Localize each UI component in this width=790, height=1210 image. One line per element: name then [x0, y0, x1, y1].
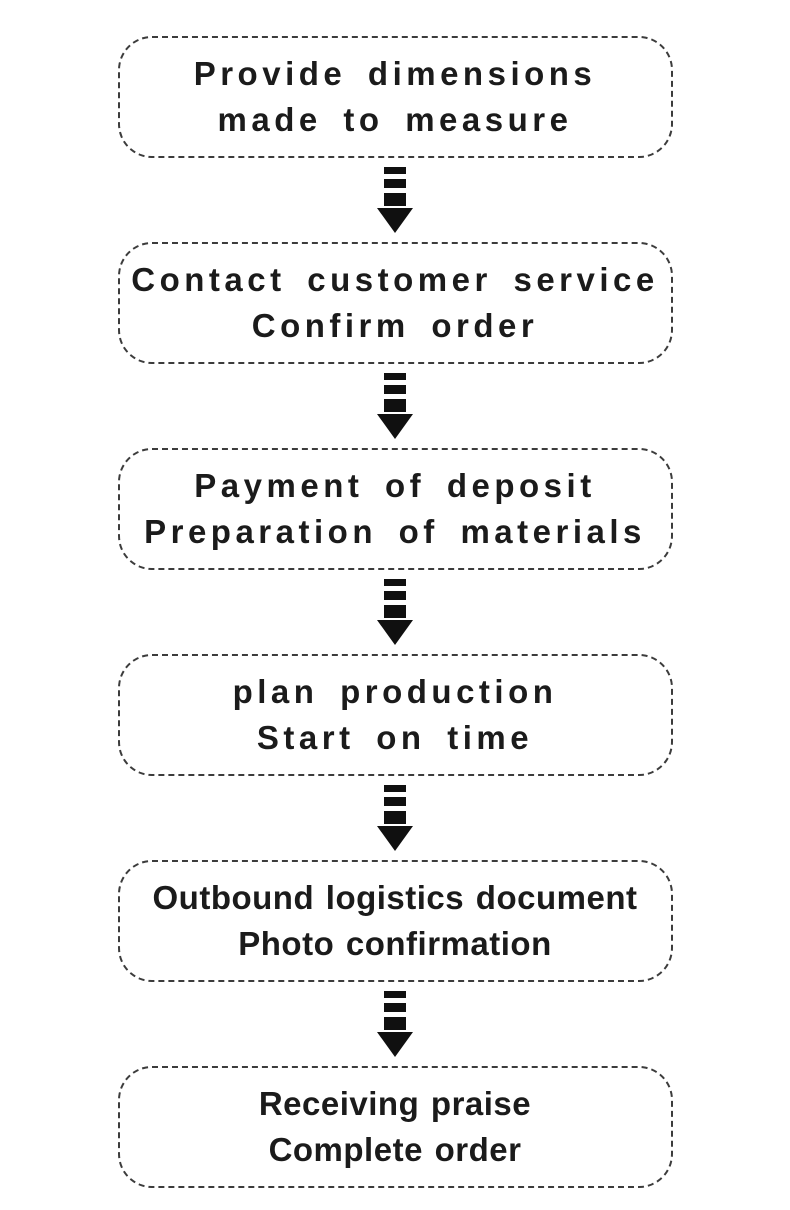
arrow-dash — [384, 785, 406, 792]
connector-3 — [377, 570, 413, 654]
step-text-line2: Preparation of materials — [144, 513, 646, 550]
step-text-line2: made to measure — [217, 101, 573, 138]
down-arrow-icon — [377, 785, 413, 851]
arrow-dash — [384, 1017, 406, 1030]
arrow-dash — [384, 605, 406, 618]
step-text-line1: Contact customer service — [131, 261, 659, 298]
arrow-dash — [384, 385, 406, 394]
down-arrow-icon — [377, 167, 413, 233]
connector-5 — [377, 982, 413, 1066]
flow-step-payment-of-deposit: Payment of deposit Preparation of materi… — [117, 448, 673, 570]
step-text-line1: plan production — [232, 673, 558, 710]
step-text-line1: Outbound logistics document — [152, 879, 638, 916]
down-arrow-icon — [377, 373, 413, 439]
arrow-head — [377, 620, 413, 645]
down-arrow-icon — [377, 991, 413, 1057]
flow-step-provide-dimensions: Provide dimensions made to measure — [117, 36, 673, 158]
step-text-line2: Start on time — [256, 719, 534, 756]
arrow-dash — [384, 811, 406, 824]
connector-1 — [377, 158, 413, 242]
flow-step-plan-production: plan production Start on time — [117, 654, 673, 776]
connector-2 — [377, 364, 413, 448]
arrow-dash — [384, 179, 406, 188]
step-text-line1: Provide dimensions — [193, 55, 597, 92]
arrow-dash — [384, 167, 406, 174]
arrow-dash — [384, 399, 406, 412]
arrow-dash — [384, 591, 406, 600]
flow-step-outbound-logistics: Outbound logistics document Photo confir… — [117, 860, 673, 982]
flow-step-receiving-praise: Receiving praise Complete order — [117, 1066, 673, 1188]
step-text-line1: Payment of deposit — [194, 467, 596, 504]
down-arrow-icon — [377, 579, 413, 645]
arrow-dash — [384, 579, 406, 586]
step-text-line2: Confirm order — [251, 307, 539, 344]
connector-4 — [377, 776, 413, 860]
step-text-line2: Complete order — [268, 1131, 522, 1168]
step-text-line2: Photo confirmation — [238, 925, 552, 962]
arrow-dash — [384, 193, 406, 206]
arrow-head — [377, 414, 413, 439]
arrow-dash — [384, 1003, 406, 1012]
arrow-dash — [384, 991, 406, 998]
arrow-dash — [384, 373, 406, 380]
flow-step-contact-customer-service: Contact customer service Confirm order — [117, 242, 673, 364]
arrow-dash — [384, 797, 406, 806]
step-text-line1: Receiving praise — [258, 1085, 532, 1122]
arrow-head — [377, 208, 413, 233]
arrow-head — [377, 1032, 413, 1057]
arrow-head — [377, 826, 413, 851]
